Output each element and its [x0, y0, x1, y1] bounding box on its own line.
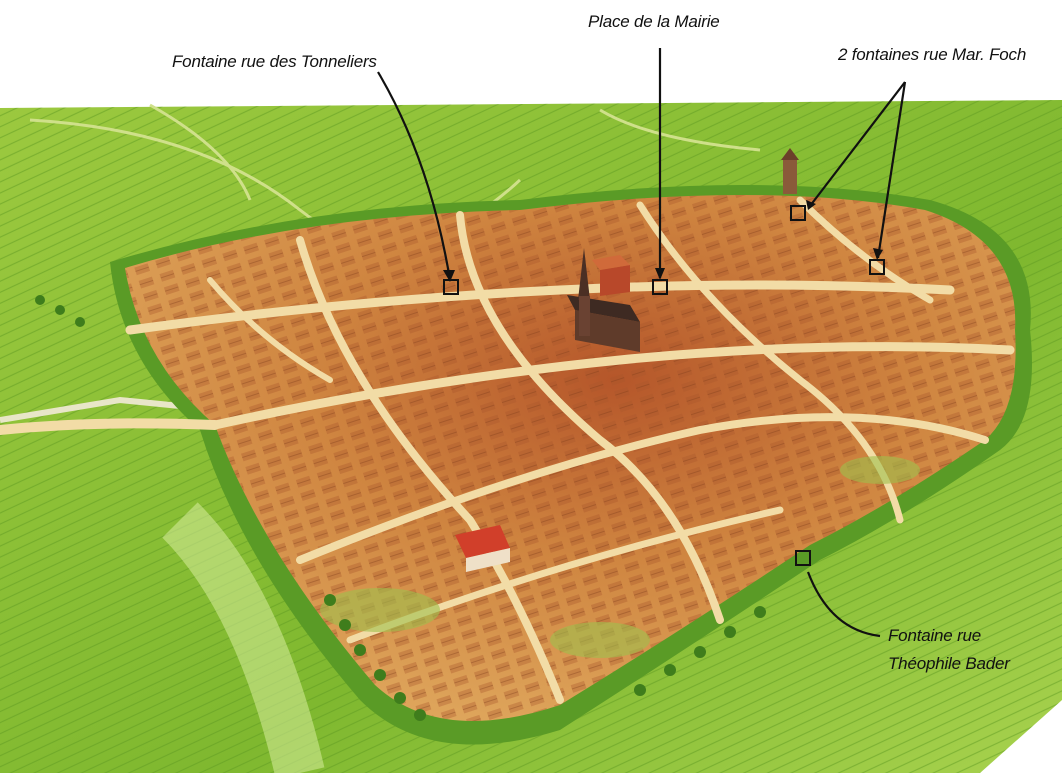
label-tonneliers: Fontaine rue des Tonneliers	[172, 52, 377, 71]
leader-arrowheads	[443, 200, 883, 282]
red-roof-building	[455, 525, 510, 572]
gardens	[320, 456, 920, 658]
gate-tower	[781, 148, 799, 194]
streets	[0, 196, 1015, 704]
label-bader-line2: Théophile Bader	[888, 654, 1010, 673]
marker-bader-fountain[interactable]	[795, 550, 811, 566]
church	[567, 248, 640, 352]
marker-tonneliers-fountain[interactable]	[443, 279, 459, 295]
label-bader-line1: Fontaine rue	[888, 626, 982, 645]
marker-foch-fountain-1[interactable]	[790, 205, 806, 221]
town-hall	[592, 255, 630, 296]
label-mairie: Place de la Mairie	[588, 12, 720, 31]
leader-lines	[377, 48, 907, 638]
tree-rows	[35, 295, 766, 721]
marker-foch-fountain-2[interactable]	[869, 259, 885, 275]
label-foch: 2 fontaines rue Mar. Foch	[838, 45, 1027, 64]
marker-place-mairie[interactable]	[652, 279, 668, 295]
